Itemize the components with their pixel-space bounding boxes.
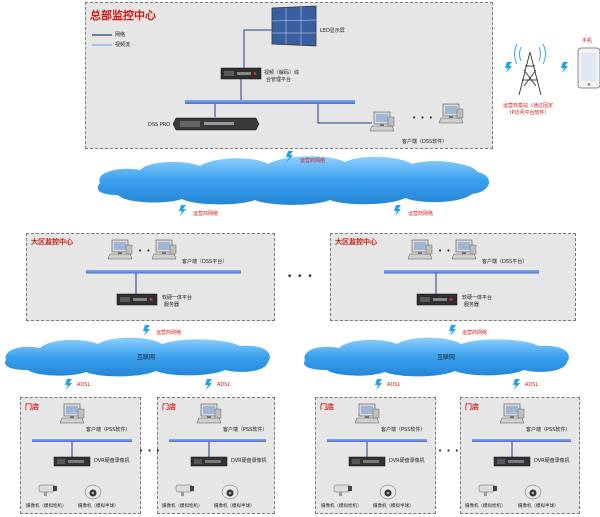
wan-top-label: 运营商网络	[300, 158, 326, 164]
hq-client-pc-icon	[372, 112, 394, 131]
store-1-client-label: 客户端（PSS软件）	[86, 427, 131, 433]
hq-title: 总部监控中心	[90, 9, 156, 22]
region-center-right	[330, 233, 576, 321]
wan-left-label: 运营商网络	[193, 211, 219, 217]
store-1-dvr-label: DVR硬盘录像机	[94, 458, 130, 464]
adsl-label-1: ADSL	[77, 382, 91, 388]
cell-tower-icon	[514, 43, 546, 96]
store-3-dvr-label: DVR硬盘录像机	[389, 458, 425, 464]
hq-client-pc-icon	[441, 104, 463, 123]
adsl-label-4: ADSL	[525, 382, 539, 388]
store-dots-right: • • •	[438, 447, 460, 455]
region-right-title: 大区监控中心	[335, 238, 377, 246]
dss-pro-server-icon	[172, 117, 260, 131]
store-2-client-label: 客户端（PSS软件）	[223, 427, 268, 433]
mobile-phone-icon	[577, 47, 600, 89]
platform-server-icon	[221, 68, 261, 79]
legend-network-label: 网络	[115, 32, 126, 38]
region-right-net-label: 运营商网络	[462, 330, 488, 336]
store-2-title: 门店	[162, 403, 176, 411]
store-2-cam2-label: 摄像机（模拟半球）	[214, 504, 255, 509]
regions-middle-dots: • • •	[287, 272, 314, 282]
store-1-title: 门店	[25, 403, 39, 411]
adsl-label-3: ADSL	[387, 382, 401, 388]
store-3-cam1-label: 摄像机（模拟枪机）	[321, 504, 362, 509]
store-1-cam1-label: 摄像机（模拟枪机）	[26, 504, 67, 509]
store-4-cam1-label: 摄像机（模拟枪机）	[465, 504, 506, 509]
wan-cloud-top	[97, 156, 490, 205]
store-dots-left: • • •	[139, 447, 161, 455]
internet-cloud-right	[303, 337, 569, 377]
store-2-dvr-label: DVR硬盘录像机	[231, 458, 267, 464]
internet-right-label: 互联网	[437, 354, 456, 361]
internet-cloud-left	[4, 337, 270, 377]
internet-left-label: 互联网	[137, 354, 156, 361]
store-4-dvr-label: DVR硬盘录像机	[534, 458, 570, 464]
store-2-cam1-label: 摄像机（模拟枪机）	[162, 504, 203, 509]
led-wall-icon	[271, 5, 317, 47]
region-right-server-label-1: 软硬一体平台	[462, 295, 493, 301]
store-2	[157, 397, 275, 514]
region-left-net-label: 运营商网络	[156, 330, 182, 336]
region-left-client-label: 客户端（DSS平台）	[182, 259, 228, 265]
region-left-client-dots: • •	[138, 247, 152, 255]
region-right-client-label: 客户端（DSS平台）	[482, 259, 528, 265]
store-1	[20, 397, 141, 514]
store-1-cam2-label: 摄像机（模拟半球）	[78, 504, 119, 509]
station-label-1: 运营商基站（通过固定	[503, 103, 554, 109]
store-3-cam2-label: 摄像机（模拟半球）	[373, 504, 414, 509]
region-left-server-label-2: 服务器	[164, 302, 180, 308]
store-4-cam2-label: 摄像机（模拟半球）	[518, 504, 559, 509]
region-right-server-label-2: 服务器	[464, 302, 480, 308]
store-4-title: 门店	[465, 403, 479, 411]
led-label: LED显示屏	[320, 28, 345, 34]
region-right-client-dots: • •	[438, 247, 452, 255]
phone-label: 手机	[582, 38, 593, 44]
adsl-label-2: ADSL	[217, 382, 231, 388]
platform-label-2: 合管理平台	[266, 77, 292, 83]
platform-label-1: 视频（解码）综	[264, 70, 300, 76]
dss-pro-label: DSS PRO	[148, 122, 171, 128]
region-left-server-label-1: 软硬一体平台	[162, 295, 193, 301]
wan-right-label: 运营商网络	[408, 211, 434, 217]
region-center-left	[26, 233, 275, 321]
store-3-title: 门店	[320, 403, 334, 411]
hq-client-label: 客户端（DSS软件）	[402, 139, 448, 145]
region-left-title: 大区监控中心	[31, 238, 73, 246]
store-4-client-label: 客户端（PSS软件）	[526, 427, 571, 433]
store-3-client-label: 客户端（PSS软件）	[381, 427, 426, 433]
station-label-2: IP访问平台软件）	[510, 110, 550, 116]
legend-video-label: 视频流	[115, 42, 131, 48]
hq-client-dots: • • •	[412, 114, 434, 122]
